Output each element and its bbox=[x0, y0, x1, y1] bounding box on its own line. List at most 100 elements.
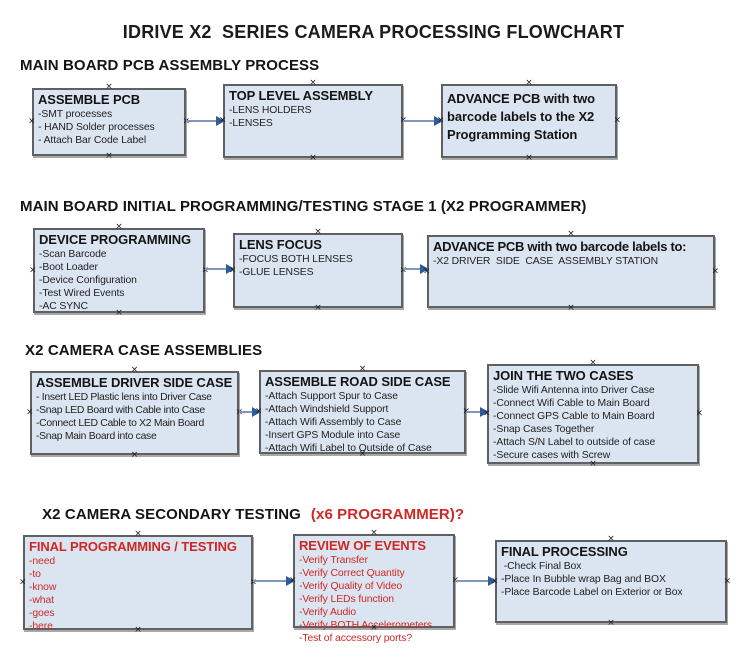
box-item: -Device Configuration bbox=[39, 275, 137, 286]
box-item: -GLUE LENSES bbox=[239, 267, 314, 278]
box-item: - Attach Bar Code Label bbox=[38, 135, 147, 146]
section-heading-secondary-testing: X2 CAMERA SECONDARY TESTING (x6 PROGRAMME… bbox=[25, 489, 464, 540]
connector-handle-icon: × bbox=[695, 408, 703, 419]
arrow-head-icon bbox=[420, 264, 429, 274]
box-items: -need-to-know-what-goes-here bbox=[29, 555, 247, 633]
section-heading-initial-programming: MAIN BOARD INITIAL PROGRAMMING/TESTING S… bbox=[20, 198, 587, 215]
arrow-head-icon bbox=[488, 576, 497, 586]
box-item: -Snap LED Board with Cable into Case bbox=[36, 405, 205, 416]
box-items: - Insert LED Plastic lens into Driver Ca… bbox=[36, 391, 233, 443]
box-item: -X2 DRIVER SIDE CASE ASSEMBLY STATION bbox=[433, 256, 659, 267]
box-item: -FOCUS BOTH LENSES bbox=[239, 254, 353, 265]
box-items: -Attach Support Spur to Case -Attach Wind… bbox=[265, 390, 460, 455]
connector-handle-icon: × bbox=[26, 407, 34, 418]
arrow-shaft bbox=[403, 268, 423, 270]
box-item: -Attach Wifi Assembly to Case bbox=[265, 417, 402, 428]
connector-handle-icon: × bbox=[370, 528, 378, 538]
box-items: -Scan Barcode-Boot Loader-Device Configu… bbox=[39, 248, 199, 313]
connector-handle-icon: × bbox=[219, 115, 227, 126]
connector-handle-icon: × bbox=[29, 265, 37, 275]
connector-handle-icon: × bbox=[607, 534, 615, 544]
box-title: FINAL PROGRAMMING / TESTING bbox=[29, 539, 237, 554]
connector-handle-icon: × bbox=[370, 623, 378, 633]
connector-handle-icon: × bbox=[567, 229, 575, 239]
connector-handle-icon: × bbox=[130, 365, 139, 375]
box-item: -goes bbox=[29, 608, 55, 619]
arrow-head-icon bbox=[434, 116, 443, 126]
box-title: ADVANCE PCB with two barcode labels to: bbox=[433, 239, 687, 254]
box-item: -SMT processes bbox=[38, 109, 113, 120]
section-heading-secondary-testing-black: X2 CAMERA SECONDARY TESTING bbox=[42, 506, 301, 523]
arrow-shaft bbox=[186, 120, 219, 122]
connector-handle-icon: × bbox=[423, 266, 431, 276]
box-title: REVIEW OF EVENTS bbox=[299, 538, 426, 553]
section-heading-pcb-assembly: MAIN BOARD PCB ASSEMBLY PROCESS bbox=[20, 57, 320, 74]
connector-handle-icon: × bbox=[289, 575, 297, 586]
box-item: -need bbox=[29, 556, 56, 567]
box-item: -LENS HOLDERS bbox=[229, 105, 312, 116]
box-title: ASSEMBLE ROAD SIDE CASE bbox=[265, 374, 451, 389]
flow-box-final-processing: FINAL PROCESSING -Check Final Box-Place … bbox=[491, 535, 731, 628]
connector-handle-icon: × bbox=[358, 364, 367, 374]
box-item: -Attach Support Spur to Case bbox=[265, 391, 398, 402]
flow-arrow bbox=[239, 407, 261, 417]
connector-handle-icon: × bbox=[525, 78, 533, 88]
box-item: -LENSES bbox=[229, 118, 273, 129]
flow-box-top-level-assembly: TOP LEVEL ASSEMBLY -LENS HOLDERS-LENSES … bbox=[219, 79, 407, 163]
connector-handle-icon: × bbox=[105, 151, 113, 161]
flow-box-join-the-two-cases: JOIN THE TWO CASES -Slide Wifi Antenna i… bbox=[483, 359, 703, 469]
box-item: -Attach S/N Label to outside of case bbox=[493, 437, 656, 448]
flow-box-device-programming: DEVICE PROGRAMMING -Scan Barcode-Boot Lo… bbox=[29, 223, 209, 318]
box-items: -Check Final Box-Place In Bubble wrap Ba… bbox=[501, 560, 721, 599]
box-title: ADVANCE PCB with two barcode labels to t… bbox=[447, 91, 595, 142]
box-item: -Test Wired Events bbox=[39, 288, 125, 299]
connector-handle-icon: × bbox=[28, 116, 36, 127]
box-title: ASSEMBLE DRIVER SIDE CASE bbox=[36, 375, 233, 390]
box-item: -Connect Wifi Cable to Main Board bbox=[493, 398, 650, 409]
flowchart-title: IDRIVE X2 SERIES CAMERA PROCESSING FLOWC… bbox=[122, 22, 625, 42]
connector-handle-icon: × bbox=[105, 82, 113, 92]
connector-handle-icon: × bbox=[358, 449, 367, 459]
connector-handle-icon: × bbox=[19, 577, 27, 587]
box-title: TOP LEVEL ASSEMBLY bbox=[229, 88, 373, 103]
flow-box-lens-focus: LENS FOCUS -FOCUS BOTH LENSES-GLUE LENSE… bbox=[229, 228, 407, 313]
connector-handle-icon: × bbox=[249, 577, 257, 587]
box-item: -AC SYNC bbox=[39, 301, 88, 312]
arrow-shaft bbox=[403, 120, 437, 122]
box-item: -Secure cases with Screw bbox=[493, 450, 611, 461]
flow-box-assemble-driver-side-case: ASSEMBLE DRIVER SIDE CASE - Insert LED P… bbox=[26, 366, 243, 460]
flow-box-assemble-road-side-case: ASSEMBLE ROAD SIDE CASE -Attach Support … bbox=[255, 365, 470, 459]
box-item: -Connect GPS Cable to Main Board bbox=[493, 411, 655, 422]
arrow-shaft bbox=[205, 268, 229, 270]
section-heading-programmer-question: (x6 PROGRAMMER)? bbox=[310, 506, 465, 523]
flow-arrow bbox=[403, 264, 429, 274]
connector-handle-icon: × bbox=[607, 618, 615, 628]
box-item: -Snap Cases Together bbox=[493, 424, 595, 435]
connector-handle-icon: × bbox=[711, 266, 719, 276]
box-item: -Connect LED Cable to X2 Main Board bbox=[36, 418, 204, 429]
box-items: -Verify Transfer-Verify Correct Quantity… bbox=[299, 554, 449, 645]
connector-handle-icon: × bbox=[309, 153, 317, 163]
box-items: -LENS HOLDERS -LENSES bbox=[229, 104, 397, 130]
connector-handle-icon: × bbox=[134, 625, 142, 635]
box-item: -Boot Loader bbox=[39, 262, 98, 273]
box-item: -know bbox=[29, 582, 57, 593]
box-item: -Insert GPS Module into Case bbox=[265, 430, 401, 441]
box-items: -Slide Wifi Antenna into Driver Case-Con… bbox=[493, 384, 693, 462]
box-item: -to bbox=[29, 569, 41, 580]
box-item: -Snap Main Board into case bbox=[36, 431, 157, 442]
connector-handle-icon: × bbox=[491, 576, 499, 586]
connector-handle-icon: × bbox=[613, 115, 621, 126]
connector-handle-icon: × bbox=[314, 303, 322, 313]
connector-handle-icon: × bbox=[229, 265, 237, 275]
flow-box-review-of-events: REVIEW OF EVENTS -Verify Transfer-Verify… bbox=[289, 529, 459, 645]
box-item: -Attach Windshield Support bbox=[265, 404, 389, 415]
flow-box-final-programming-testing: FINAL PROGRAMMING / TESTING -need -to -kno… bbox=[19, 530, 257, 635]
connector-handle-icon: × bbox=[201, 265, 209, 275]
box-item: -Check Final Box bbox=[501, 561, 582, 572]
box-items: -SMT processes- HAND Solder processes- A… bbox=[38, 108, 180, 147]
connector-handle-icon: × bbox=[589, 459, 597, 469]
box-item: -Verify BOTH Accelerometers bbox=[299, 620, 432, 631]
flow-arrow bbox=[466, 407, 489, 417]
